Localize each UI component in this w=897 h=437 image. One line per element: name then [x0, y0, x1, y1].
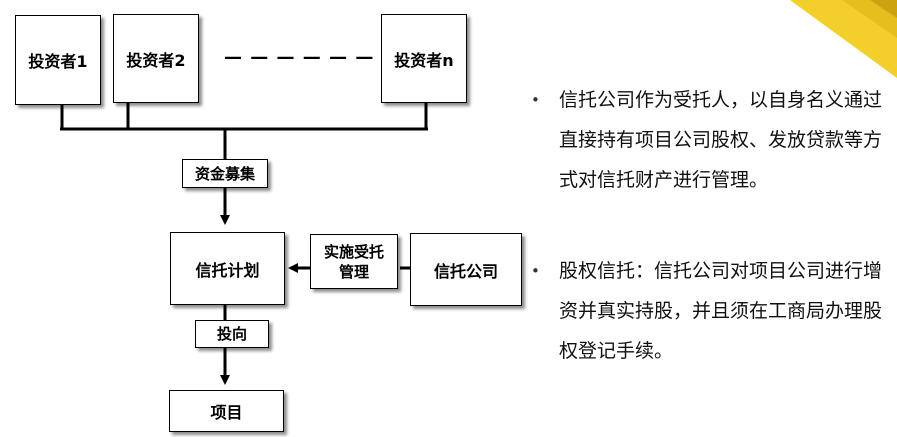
project-box: 项目 — [169, 390, 284, 432]
investor-n-box: 投资者n — [381, 14, 467, 103]
bullet-1-marker: • — [531, 91, 540, 109]
bullet-2: • 股权信托：信托公司对项目公司进行增资并真实持股，并且须在工商局办理股权登记手… — [531, 251, 889, 371]
trust-plan-box: 信托计划 — [170, 232, 285, 305]
investor-1-box: 投资者1 — [15, 15, 101, 105]
bullet-1: • 信托公司作为受托人，以自身名义通过直接持有项目公司股权、发放贷款等方式对信托… — [531, 80, 889, 200]
project-label: 项目 — [210, 403, 243, 422]
fund-raising-label: 资金募集 — [194, 164, 255, 183]
investor-2-label: 投资者2 — [126, 50, 186, 70]
implement-trust-management-label: 实施受托 管理 — [323, 242, 384, 281]
investor-2-box: 投资者2 — [113, 14, 199, 103]
corner-decoration — [790, 0, 897, 78]
fund-raising-box: 资金募集 — [182, 159, 268, 188]
investment-direction-box: 投向 — [195, 320, 269, 348]
trust-company-label: 信托公司 — [433, 261, 498, 281]
investment-direction-label: 投向 — [216, 325, 247, 343]
implement-trust-management-box: 实施受托 管理 — [310, 234, 398, 289]
investor-n-label: 投资者n — [394, 50, 454, 70]
bullet-2-marker: • — [531, 262, 540, 280]
bullet-1-text: 信托公司作为受托人，以自身名义通过直接持有项目公司股权、发放贷款等方式对信托财产… — [559, 89, 883, 191]
trust-plan-label: 信托计划 — [195, 260, 260, 280]
ellipsis-dashes: — — — — — — — [224, 47, 375, 68]
investor-1-label: 投资者1 — [28, 52, 88, 71]
bullet-2-text: 股权信托：信托公司对项目公司进行增资并真实持股，并且须在工商局办理股权登记手续。 — [559, 260, 883, 362]
trust-company-box: 信托公司 — [410, 233, 522, 306]
